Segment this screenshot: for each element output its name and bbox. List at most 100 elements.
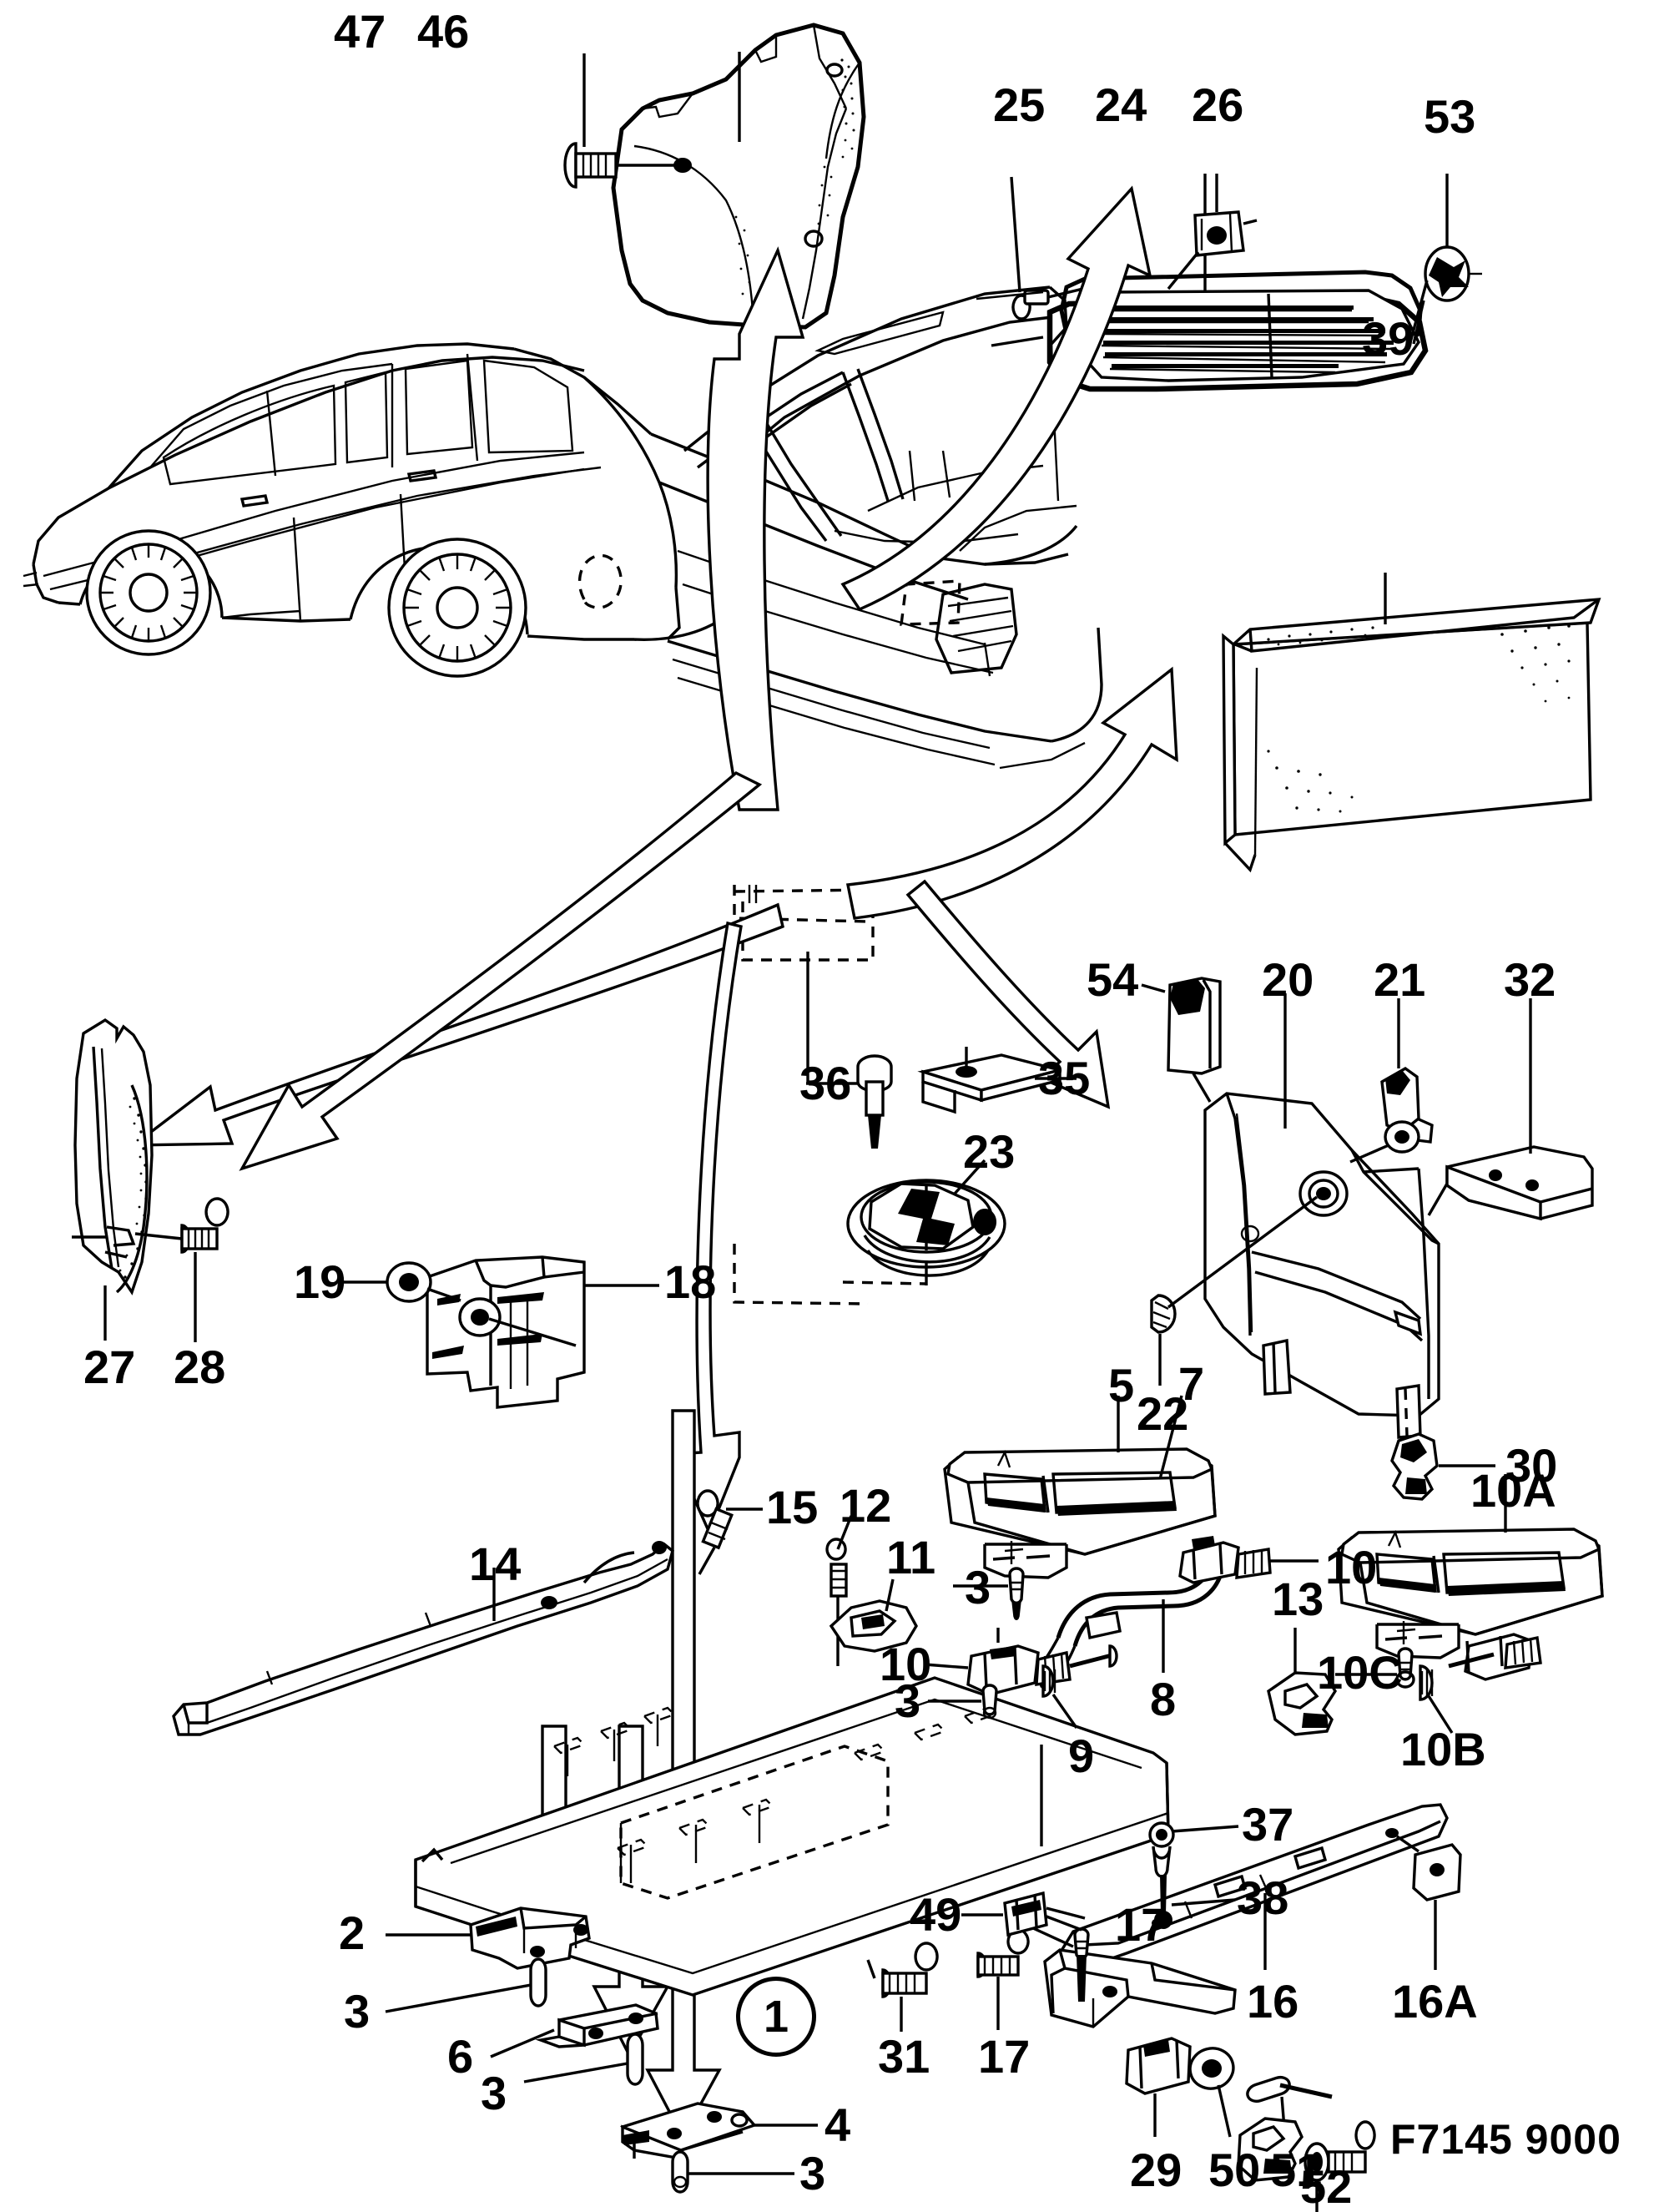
callout-31: 31 bbox=[878, 2030, 930, 2083]
callout-20: 20 bbox=[1262, 953, 1314, 1006]
part-10-hinge-fitting-right bbox=[1178, 1536, 1319, 1584]
part-8-torsion-rod bbox=[1027, 1560, 1226, 1689]
callout-26: 26 bbox=[1192, 78, 1244, 131]
reference-code: F7145 9000 bbox=[1390, 2116, 1621, 2163]
part-32-corner-bracket bbox=[1427, 998, 1594, 1221]
part-24-grille-body bbox=[1082, 174, 1420, 382]
part-31-screw bbox=[866, 1942, 939, 2032]
part-16A-end-cap bbox=[1396, 1835, 1462, 1970]
part-11-retainer-plate bbox=[829, 1578, 918, 1653]
callout-16A: 16A bbox=[1392, 1975, 1478, 2028]
callout-3-left: 3 bbox=[895, 1674, 921, 1727]
part-22-plastic-plug bbox=[1150, 1195, 1319, 1386]
part-18-bracket bbox=[426, 1255, 659, 1409]
callout-13: 13 bbox=[1272, 1573, 1324, 1625]
part-10C-hinge-pin bbox=[1335, 1647, 1415, 1689]
callout-23: 23 bbox=[963, 1125, 1016, 1178]
part-5-storage-tray bbox=[943, 1395, 1217, 1579]
part-15-screw bbox=[696, 1489, 763, 1575]
callout-35: 35 bbox=[1038, 1052, 1091, 1104]
callout-5: 5 bbox=[1108, 1359, 1135, 1412]
callout-22: 22 bbox=[1137, 1387, 1189, 1440]
part-17-screw-rail bbox=[1032, 1927, 1090, 2002]
callout-30: 30 bbox=[1505, 1439, 1558, 1492]
callout-46: 46 bbox=[417, 5, 470, 58]
part-30-clamp-clip bbox=[1390, 1432, 1495, 1501]
part-28-screw bbox=[134, 1197, 229, 1342]
part-20-side-trim-panel bbox=[1203, 993, 1440, 1439]
part-23-rotary-lock-knob bbox=[842, 1159, 1006, 1285]
part-14-side-rail-moulding bbox=[172, 1541, 674, 1736]
part-49-end-cap bbox=[961, 1891, 1086, 1937]
callout-9: 9 bbox=[1068, 1730, 1095, 1782]
part-46-wheel-housing-trim bbox=[611, 23, 866, 330]
callout-16: 16 bbox=[1247, 1975, 1299, 2028]
part-19-nut bbox=[344, 1261, 461, 1303]
callout-47: 47 bbox=[334, 5, 386, 58]
part-53-grommet bbox=[1409, 174, 1482, 345]
part-21-hinge-bracket bbox=[1349, 998, 1434, 1164]
part-6-mounting-plate bbox=[490, 2003, 659, 2086]
part-13-catch-fitting bbox=[1267, 1628, 1337, 1736]
part-1-luggage-floor bbox=[414, 1676, 1170, 1997]
callout-1-circled: 1 bbox=[736, 1977, 816, 2057]
part-36-bolt bbox=[806, 952, 893, 1149]
part-37-grommet bbox=[1148, 1821, 1239, 1878]
callout-32: 32 bbox=[1504, 953, 1556, 1006]
callout-19: 19 bbox=[294, 1255, 346, 1308]
callout-14: 14 bbox=[469, 1538, 522, 1590]
callout-4: 4 bbox=[824, 2098, 851, 2151]
part-10-hinge-right-tray bbox=[1448, 1633, 1542, 1681]
callout-37: 37 bbox=[1242, 1798, 1294, 1851]
callout-10B: 10B bbox=[1400, 1723, 1486, 1775]
callout-17-bottomleft: 17 bbox=[978, 2030, 1031, 2083]
callout-12: 12 bbox=[840, 1479, 892, 1532]
callout-3-tray: 3 bbox=[965, 1561, 991, 1614]
callout-10-left: 10 bbox=[880, 1638, 932, 1690]
callout-36: 36 bbox=[799, 1057, 852, 1109]
part-10A-storage-tray bbox=[1337, 1474, 1604, 1659]
part-16-sill-trim-rail bbox=[1043, 1803, 1449, 2028]
callout-38: 38 bbox=[1237, 1871, 1289, 1924]
callout-52: 52 bbox=[1300, 2160, 1353, 2212]
callout-3-bracket2: 3 bbox=[344, 1985, 371, 2038]
part-12-screw bbox=[825, 1515, 853, 1666]
callout-3-bracket6: 3 bbox=[481, 2067, 507, 2119]
part-9-bushing bbox=[1041, 1664, 1078, 1729]
callout-6: 6 bbox=[447, 2030, 474, 2083]
part-39-parcel-shelf-cover bbox=[1222, 573, 1601, 873]
part-29-spacer-block bbox=[1125, 2037, 1192, 2137]
part-47-screw bbox=[563, 53, 692, 189]
part-17-screw-left bbox=[976, 1928, 1030, 2030]
callout-18: 18 bbox=[664, 1255, 717, 1308]
callout-39: 39 bbox=[1362, 312, 1414, 365]
callout-29: 29 bbox=[1130, 2144, 1182, 2196]
part-26-clip-nut bbox=[1167, 174, 1258, 290]
callout-51: 51 bbox=[1270, 2144, 1323, 2196]
part-54-retaining-clip bbox=[1141, 977, 1222, 1103]
part-2-latch-striker bbox=[385, 1906, 591, 2013]
part-10B-bushing bbox=[1419, 1664, 1454, 1734]
callout-2: 2 bbox=[339, 1906, 366, 1959]
callout-17-rail: 17 bbox=[1115, 1898, 1167, 1951]
callout-50: 50 bbox=[1208, 2144, 1261, 2196]
callout-24: 24 bbox=[1095, 78, 1147, 131]
callout-10-right: 10 bbox=[1325, 1541, 1378, 1593]
callout-54: 54 bbox=[1087, 953, 1139, 1006]
callout-1-label: 1 bbox=[763, 1992, 789, 2042]
callout-53: 53 bbox=[1424, 90, 1476, 143]
callout-15: 15 bbox=[766, 1481, 819, 1533]
part-4-mounting-plate bbox=[620, 2102, 818, 2194]
callout-11: 11 bbox=[886, 1531, 936, 1583]
part-38-pin bbox=[1154, 1875, 1236, 1929]
callout-21: 21 bbox=[1374, 953, 1426, 1006]
part-52-lock-catch bbox=[1237, 2117, 1376, 2212]
callout-10C: 10C bbox=[1317, 1646, 1403, 1699]
callout-28: 28 bbox=[174, 1341, 226, 1393]
part-50-washer bbox=[1188, 2047, 1235, 2138]
callout-8: 8 bbox=[1150, 1673, 1177, 1725]
callout-10A: 10A bbox=[1470, 1464, 1556, 1517]
car-illustration bbox=[23, 285, 1103, 1305]
